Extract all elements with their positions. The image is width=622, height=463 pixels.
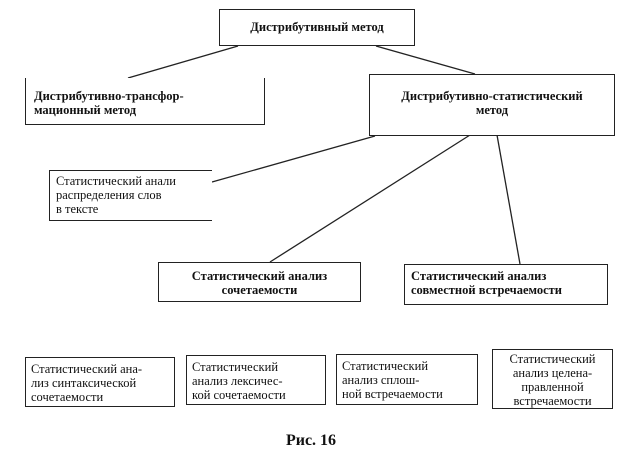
node-cooccurrence-line-1: Статистический анализ [411, 269, 547, 283]
node-continuous-line-3: ной встречаемости [342, 387, 443, 401]
node-distributive-method: Дистрибутивный метод [219, 9, 415, 46]
node-continuous-line-2: анализ сплош- [342, 373, 420, 387]
node-cooccurrence-line-2: совместной встречаемости [411, 283, 562, 297]
node-directed-line-3: правленной [521, 380, 584, 394]
node-lexical-line-3: кой сочетаемости [192, 388, 286, 402]
figure-caption: Рис. 16 [285, 432, 337, 449]
node-syntactic-line-3: сочетаемости [31, 390, 104, 404]
node-syntactic-line-2: лиз синтаксической [31, 376, 137, 390]
edge-root-trans [127, 45, 239, 79]
node-co-occurrence-analysis: Статистический анализ совместной встреча… [404, 264, 608, 305]
node-continuous-co-occurrence-analysis: Статистический анализ сплош- ной встреча… [336, 354, 478, 405]
node-syntactic-line-1: Статистический ана- [31, 362, 143, 376]
node-trans-line-2: мационный метод [34, 103, 137, 117]
node-stat-line-2: метод [475, 103, 509, 117]
node-distributive-method-line-1: Дистрибутивный метод [250, 20, 384, 34]
node-combinability-line-2: сочетаемости [221, 283, 298, 297]
node-word-distribution-analysis: Статистический анали распределения слов … [49, 170, 212, 221]
edge-stat-cooccurrence [496, 134, 521, 265]
node-directed-co-occurrence-analysis: Статистический анализ целена- правленной… [492, 349, 613, 409]
node-distributive-statistical-method: Дистрибутивно-статистический метод [369, 74, 615, 136]
node-lexical-combinability-analysis: Статистический анализ лексичес- кой соче… [186, 355, 326, 405]
edge-root-stat [375, 45, 476, 75]
node-distwords-line-3: в тексте [56, 202, 99, 216]
edge-stat-combinability [269, 134, 471, 263]
node-continuous-line-1: Статистический [342, 359, 429, 373]
node-directed-line-4: встречаемости [513, 394, 592, 408]
node-trans-line-1: Дистрибутивно-трансфор- [34, 89, 184, 103]
node-lexical-line-1: Статистический [192, 360, 279, 374]
node-distwords-line-1: Статистический анали [56, 174, 176, 188]
node-directed-line-1: Статистический [509, 352, 596, 366]
node-stat-line-1: Дистрибутивно-статистический [401, 89, 583, 103]
node-syntactic-combinability-analysis: Статистический ана- лиз синтаксической с… [25, 357, 175, 407]
node-combinability-analysis: Статистический анализ сочетаемости [158, 262, 361, 302]
node-combinability-line-1: Статистический анализ [191, 269, 328, 283]
node-distwords-line-2: распределения слов [56, 188, 162, 202]
node-lexical-line-2: анализ лексичес- [192, 374, 283, 388]
node-directed-line-2: анализ целена- [512, 366, 593, 380]
edge-stat-distwords [211, 135, 376, 183]
node-distributive-transformational-method: Дистрибутивно-трансфор- мационный метод [25, 78, 265, 125]
